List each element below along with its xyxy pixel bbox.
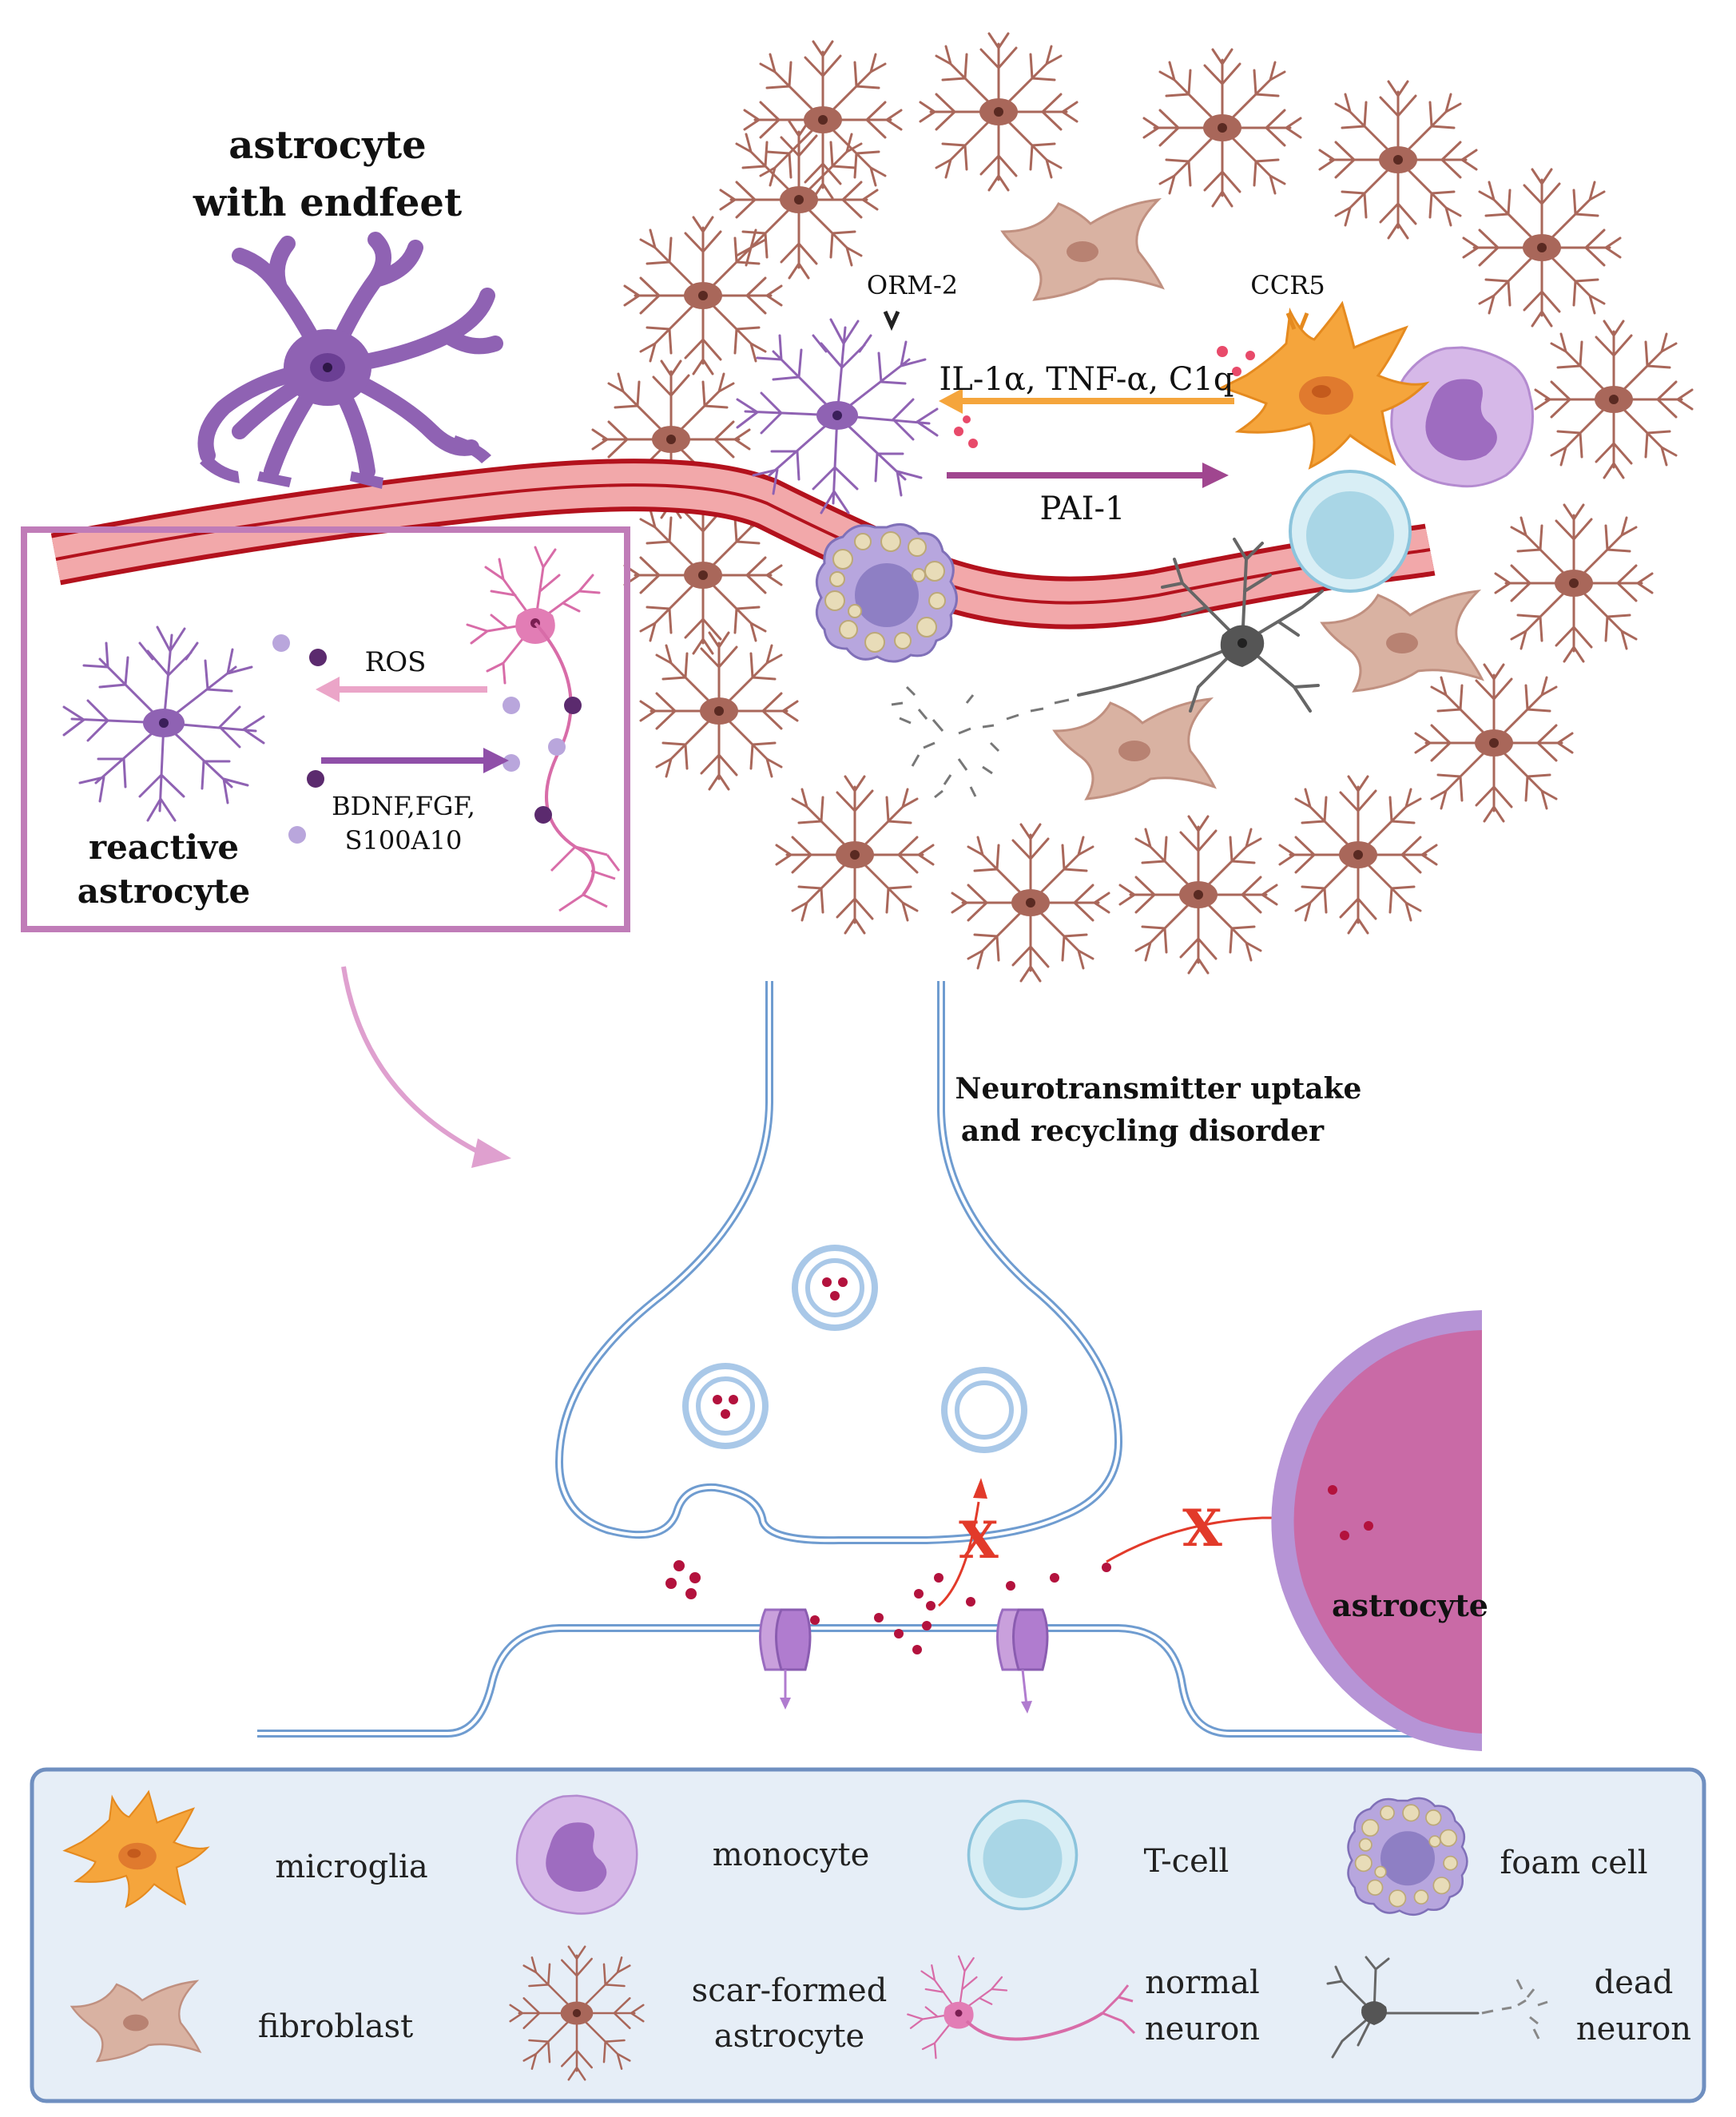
- astro-endfeet-title-1: astrocyte: [228, 123, 426, 168]
- bdnf-label-2: S100A10: [345, 825, 463, 856]
- legend-tcell-label: T-cell: [1144, 1843, 1230, 1880]
- legend-tcell-icon: [967, 1799, 1079, 1911]
- reactive-label-1: reactive: [89, 828, 239, 867]
- cytokine-dots: [954, 346, 1255, 448]
- neurotransmitter-label-2: and recycling disorder: [961, 1114, 1325, 1148]
- legend-monocyte-label: monocyte: [713, 1837, 870, 1873]
- ccr5-label: CCR5: [1250, 270, 1325, 300]
- astrocyte-label: astrocyte: [1332, 1587, 1488, 1623]
- legend-foam-icon: [1347, 1797, 1468, 1916]
- tcell-cell: [1289, 470, 1412, 593]
- pai1-label: PAI-1: [1040, 491, 1126, 527]
- orm2-label: ORM-2: [867, 270, 958, 300]
- synaptic-vesicles: [682, 1245, 1027, 1453]
- il-tnf-label: IL-1α, TNF-α, C1q: [939, 361, 1233, 398]
- astrocyte-process: [1271, 1310, 1482, 1751]
- reuptake-arrow-presynaptic: [938, 1478, 987, 1607]
- neurotransmitter-label-1: Neurotransmitter uptake: [955, 1072, 1362, 1106]
- legend-monocyte-icon: [515, 1794, 638, 1915]
- reactive-astrocyte-box-cell: [62, 626, 265, 822]
- reactive-label-2: astrocyte: [77, 872, 251, 911]
- legend-normal-label-2: neuron: [1145, 2011, 1260, 2047]
- legend-fibroblast-label: fibroblast: [258, 2008, 413, 2045]
- legend-normal-neuron-icon: [907, 1955, 1136, 2059]
- ros-arrow: [316, 677, 487, 702]
- legend-scar-label-2: astrocyte: [714, 2018, 864, 2055]
- legend-box: [30, 1767, 1706, 2103]
- bdnf-label-1: BDNF,FGF,: [332, 791, 475, 821]
- x-mark-presynaptic: X: [959, 1511, 999, 1571]
- legend-dead-label-2: neuron: [1576, 2011, 1691, 2047]
- neurotransmitter-dots: [665, 1560, 1111, 1654]
- x-mark-astrocyte: X: [1182, 1499, 1222, 1559]
- foam-cell: [815, 522, 958, 663]
- monocyte-cell: [1390, 346, 1534, 488]
- astro-endfeet-title-2: with endfeet: [193, 181, 462, 225]
- box-to-synapse-arrow: [341, 966, 511, 1168]
- legend-normal-label-1: normal: [1145, 1964, 1260, 2001]
- postsynaptic-membrane: [257, 1624, 1482, 1738]
- legend-foam-label: foam cell: [1500, 1845, 1647, 1881]
- postsynaptic-receptors: [759, 1608, 1049, 1714]
- legend-microglia-label: microglia: [275, 1849, 427, 1885]
- normal-neuron-box: [466, 546, 621, 912]
- pai1-arrow: [947, 463, 1229, 488]
- orm2-receptor-icon: [883, 310, 900, 332]
- astrocyte-endfeet-cell: [197, 232, 503, 489]
- legend-scar-label-1: scar-formed: [692, 1972, 888, 2009]
- dead-neuron: [891, 538, 1324, 799]
- legend-dead-neuron-icon: [1326, 1956, 1548, 2059]
- legend-dead-label-1: dead: [1595, 1964, 1674, 2001]
- ros-label: ROS: [365, 646, 427, 678]
- box-molecule-dots: [272, 634, 582, 844]
- blood-vessel: [50, 459, 1436, 630]
- bdnf-arrow: [321, 748, 509, 773]
- reactive-astrocyte-box: [21, 526, 630, 932]
- ccr5-receptor-icon: [1285, 312, 1309, 330]
- il-tnf-arrow: [939, 388, 1234, 414]
